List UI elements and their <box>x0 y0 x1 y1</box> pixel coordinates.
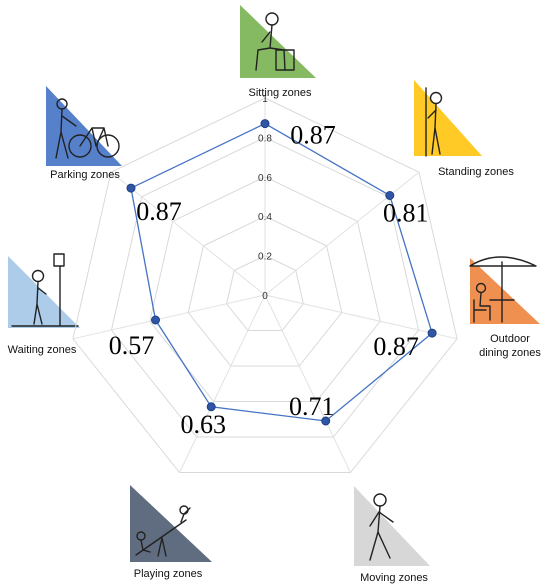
dining-icon-triangle <box>470 258 540 324</box>
data-point <box>385 191 395 200</box>
axis-spoke <box>264 171 420 296</box>
series-line <box>130 122 433 422</box>
grid-ring <box>149 176 381 402</box>
category-label: dining zones <box>479 347 541 359</box>
data-point <box>427 328 437 338</box>
radar-series <box>126 119 437 426</box>
axis-spoke <box>179 294 266 473</box>
grid-ring <box>72 97 458 473</box>
axis-spoke <box>72 294 266 340</box>
value-label: 0.57 <box>109 331 155 360</box>
data-point <box>151 315 160 325</box>
axis-spoke <box>110 171 266 296</box>
tick-label: 0.6 <box>258 173 272 184</box>
moving-icon-triangle <box>354 486 430 566</box>
data-point <box>321 416 331 426</box>
axis-spoke <box>264 294 458 340</box>
category-label: Playing zones <box>134 568 203 580</box>
value-labels: 0.87 0.81 0.87 0.71 0.63 0.57 0.87 <box>109 121 429 439</box>
radial-tick-labels: 0 0.2 0.4 0.6 0.8 1 <box>258 94 272 302</box>
value-label: 0.87 <box>136 197 182 226</box>
data-point <box>260 119 270 129</box>
sitting-person-icon <box>240 5 316 78</box>
category-label: Moving zones <box>360 572 428 584</box>
tick-label: 0.8 <box>258 133 272 144</box>
data-point <box>206 402 216 412</box>
standing-icon-triangle <box>414 80 482 156</box>
tick-label: 1 <box>262 94 268 105</box>
category-label: Parking zones <box>50 169 120 181</box>
standing-person-icon <box>414 80 482 157</box>
tick-label: 0 <box>262 291 268 302</box>
tick-label: 0.2 <box>258 252 272 263</box>
playing-icon-triangle <box>130 485 212 562</box>
category-label: Outdoor <box>490 333 530 345</box>
value-label: 0.87 <box>373 332 419 361</box>
value-label: 0.63 <box>180 410 226 439</box>
walking-person-icon <box>354 486 430 566</box>
waiting-person-icon <box>8 253 80 328</box>
category-label: Waiting zones <box>8 344 77 356</box>
bicycle-icon <box>46 86 122 166</box>
grid-ring <box>187 215 343 367</box>
radar-grid <box>72 97 458 473</box>
tick-label: 0.4 <box>258 212 272 223</box>
data-point <box>126 183 136 193</box>
category-label: Sitting zones <box>249 87 312 99</box>
seesaw-icon <box>130 485 212 562</box>
sitting-icon-triangle <box>240 5 316 78</box>
value-label: 0.87 <box>290 121 336 150</box>
grid-ring <box>226 255 304 331</box>
value-label: 0.71 <box>289 392 335 421</box>
value-label: 0.81 <box>383 199 429 228</box>
axis-spoke <box>264 294 351 473</box>
category-label: Standing zones <box>438 166 514 178</box>
category-icons <box>8 5 540 566</box>
dining-umbrella-icon <box>469 256 540 324</box>
